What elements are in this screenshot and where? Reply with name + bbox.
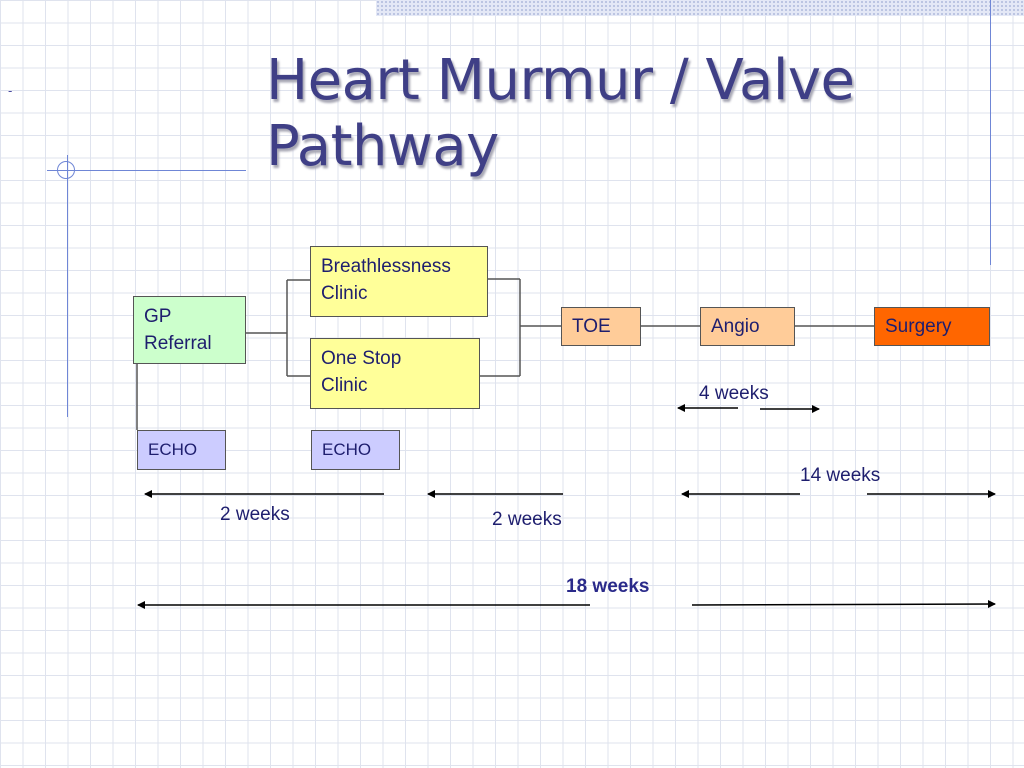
breathlessness-clinic-line-2: Clinic: [321, 283, 368, 304]
gp-referral-line-1: GP: [144, 306, 172, 327]
slide-title-line-2: Pathway: [266, 114, 499, 179]
angio-duration-label: 4 weeks: [699, 383, 769, 404]
echo-gp-node: ECHO: [137, 430, 226, 470]
rule-ring-ornament: [57, 161, 75, 179]
toe-label: TOE: [572, 316, 611, 337]
echo-clinic-label: ECHO: [322, 440, 372, 459]
echo-clinic-node: ECHO: [311, 430, 400, 470]
title-underline-rule: [47, 170, 246, 171]
duration-arrows: [137, 404, 996, 609]
angio-label: Angio: [711, 316, 760, 337]
gp-referral-node: GP Referral: [133, 296, 246, 364]
toe-node: TOE: [561, 307, 641, 346]
surgery-label: Surgery: [885, 316, 952, 337]
one-stop-clinic-line-1: One Stop: [321, 348, 402, 369]
slide-title-line-1: Heart Murmur / Valve: [266, 48, 855, 113]
surgery-node: Surgery: [874, 307, 990, 346]
left-decorative-rule: [67, 155, 68, 417]
gp-to-clinic-duration-label: 2 weeks: [220, 504, 290, 525]
total-arrow-right: [691, 600, 996, 609]
toe-to-surgery-duration-label: 14 weeks: [800, 465, 881, 486]
gp-referral-line-2: Referral: [144, 333, 212, 354]
pathway-connectors: [136, 278, 874, 430]
clinic-to-toe-duration-label: 2 weeks: [492, 509, 562, 530]
echo-gp-label: ECHO: [148, 440, 198, 459]
one-stop-clinic-line-2: Clinic: [321, 375, 368, 396]
breathlessness-clinic-line-1: Breathlessness: [321, 256, 451, 277]
angio-node: Angio: [700, 307, 795, 346]
total-duration-label: 18 weeks: [566, 576, 650, 597]
slide-title: Heart Murmur / Valve Pathway: [266, 48, 855, 180]
one-stop-clinic-node: One Stop Clinic: [310, 338, 480, 409]
corner-mark: -: [8, 84, 13, 98]
right-decorative-rule: [990, 0, 991, 265]
breathlessness-clinic-node: Breathlessness Clinic: [310, 246, 488, 317]
top-decorative-band: [376, 0, 1024, 16]
